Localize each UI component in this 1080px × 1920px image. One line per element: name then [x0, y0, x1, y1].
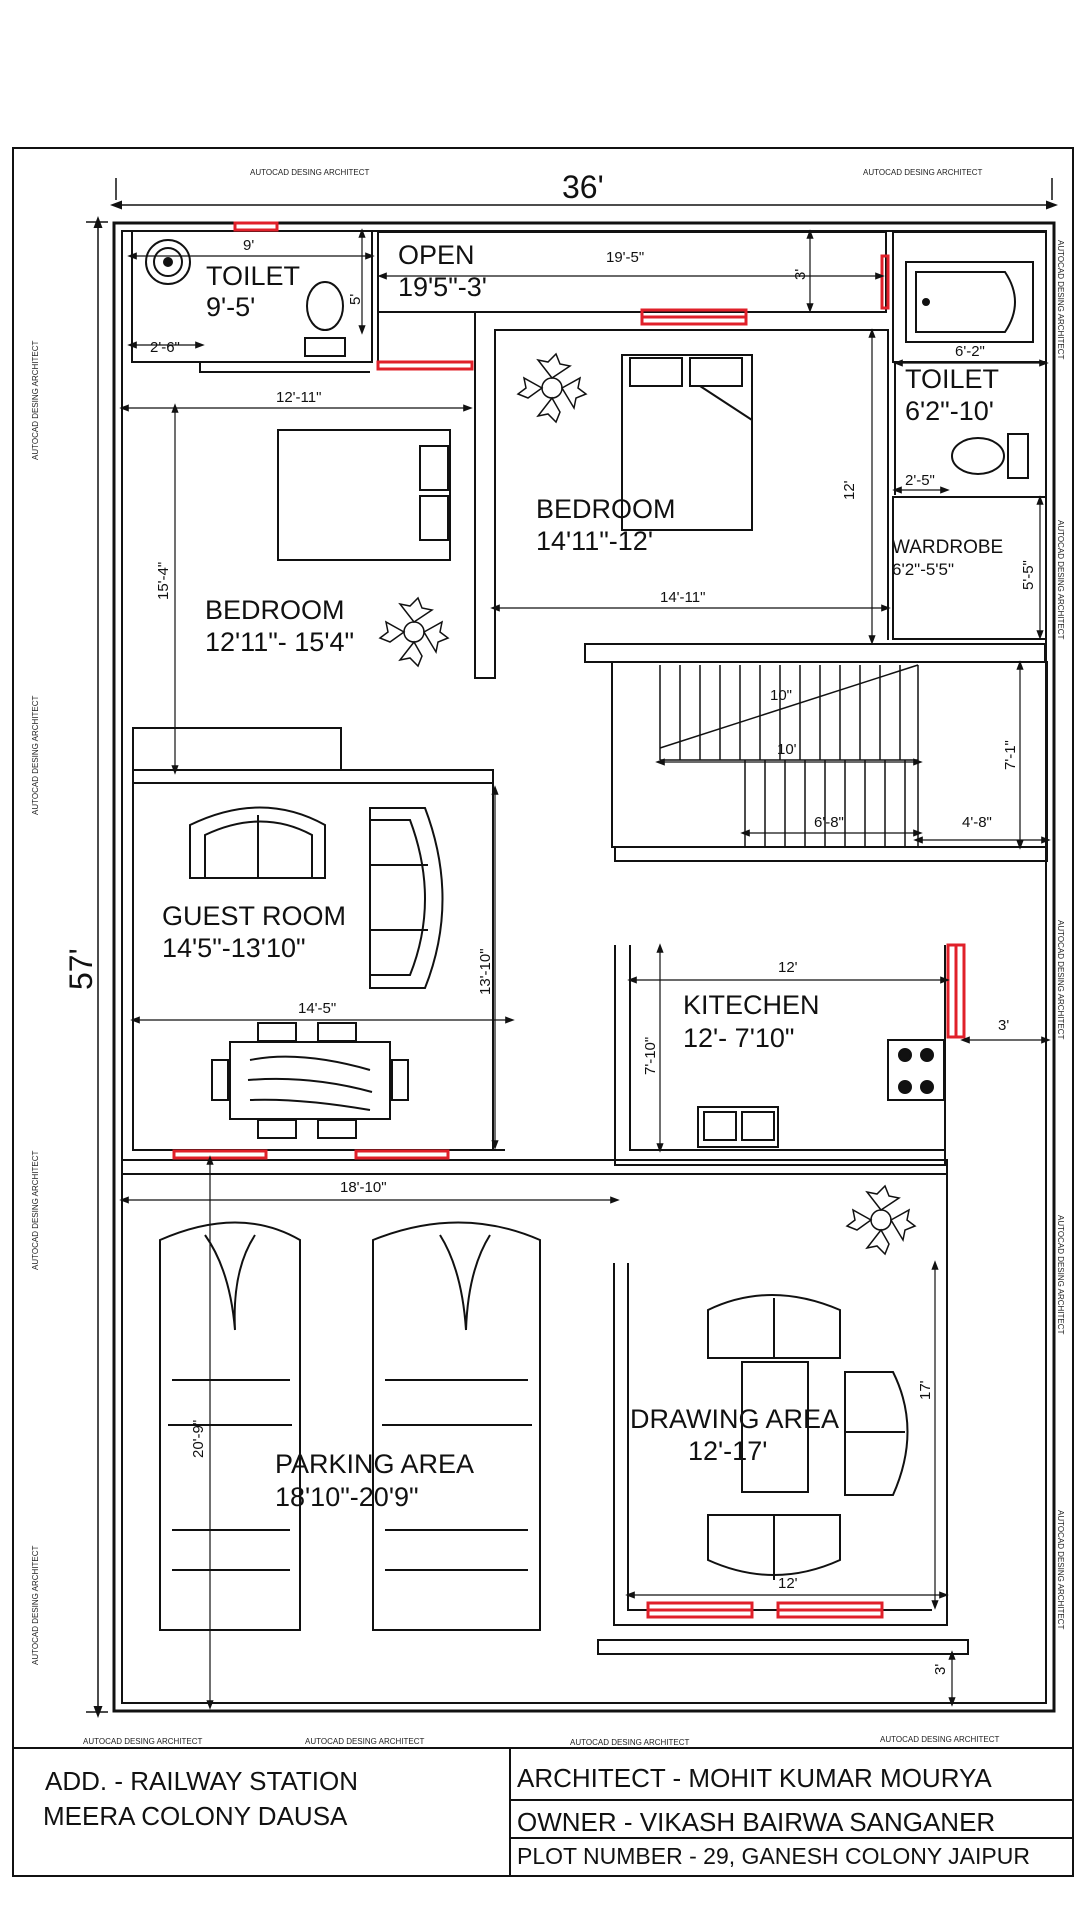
plant-icon [378, 596, 450, 668]
open-height-dim: 3' [792, 269, 809, 280]
title-block-frame [509, 1748, 1073, 1876]
bedroom-1-width-dim: 12'-11" [276, 389, 321, 406]
car-1 [159, 1221, 301, 1631]
toilet-2-size: 6'2"-10' [905, 396, 994, 426]
kitchen-height-dim: 7'-10" [642, 1037, 659, 1075]
bedroom-1-height-dim: 15'-4" [155, 562, 172, 600]
open-name: OPEN [398, 240, 475, 270]
guest-width-dim: 14'-5" [298, 1000, 336, 1017]
watermark-right-4: AUTOCAD DESING ARCHITECT [1056, 1215, 1065, 1335]
guest-room-name: GUEST ROOM [162, 901, 346, 931]
toilet-1-height-dim: 5' [347, 294, 364, 305]
windows [172, 221, 966, 1619]
commode-toilet-1 [304, 281, 346, 357]
watermark-right-1: AUTOCAD DESING ARCHITECT [1056, 240, 1065, 360]
toilet-1-width-dim: 9' [243, 237, 254, 254]
sink [697, 1106, 779, 1148]
watermark-left-1: AUTOCAD DESING ARCHITECT [31, 340, 40, 460]
watermark-top-right: AUTOCAD DESING ARCHITECT [863, 168, 983, 177]
bedroom-1-name: BEDROOM [205, 595, 345, 625]
open-width-dim: 19'-5" [606, 249, 644, 266]
bathtub [905, 261, 1034, 343]
wardrobe-name: WARDROBE [892, 537, 1003, 558]
toilet-2-width-dim: 6'-2" [955, 343, 985, 360]
overall-width-label: 36' [562, 169, 604, 205]
drawing-name: DRAWING AREA [630, 1404, 839, 1434]
bed-bedroom-2 [621, 354, 753, 531]
watermark-right-3: AUTOCAD DESING ARCHITECT [1056, 920, 1065, 1040]
watermark-right-2: AUTOCAD DESING ARCHITECT [1056, 520, 1065, 640]
bedroom-1-size: 12'11"- 15'4" [205, 627, 354, 657]
sheet-border [12, 147, 1074, 1877]
architect-name: ARCHITECT - MOHIT KUMAR MOURYA [517, 1763, 992, 1793]
plant-icon [845, 1184, 917, 1256]
plot-inner-wall [121, 230, 1047, 1704]
guest-height-dim: 13'-10" [477, 948, 494, 995]
bedroom-2-name: BEDROOM [536, 494, 676, 524]
plant-icon [516, 352, 588, 424]
watermark-right-5: AUTOCAD DESING ARCHITECT [1056, 1510, 1065, 1630]
drawing-height-dim: 17' [917, 1380, 934, 1400]
drawing-front-dim: 3' [932, 1664, 949, 1675]
sofa-guest-room [369, 807, 444, 989]
bedroom-2-height-dim: 12' [841, 480, 858, 500]
car-2 [372, 1221, 541, 1631]
parking-name: PARKING AREA [275, 1449, 474, 1479]
sofa-drawing-room [707, 1294, 909, 1580]
stairs-run-dim: 10' [777, 741, 797, 758]
room-labels: TOILET 9'-5' OPEN 19'5"-3' TOILET 6'2"-1… [162, 240, 1003, 1512]
stairs-height-dim: 7'-1" [1002, 740, 1019, 770]
address-line-2: MEERA COLONY DAUSA [43, 1801, 348, 1831]
stairs-flight-dim: 10" [770, 687, 792, 704]
watermark-top-left: AUTOCAD DESING ARCHITECT [250, 168, 370, 177]
watermark-left-4: AUTOCAD DESING ARCHITECT [31, 1545, 40, 1665]
watermark-bottom-3: AUTOCAD DESING ARCHITECT [570, 1738, 690, 1747]
parking-size: 18'10"-20'9" [275, 1482, 419, 1512]
stairs-dim-a: 6'-8" [814, 814, 844, 831]
watermark-bottom-1: AUTOCAD DESING ARCHITECT [83, 1737, 203, 1746]
bedroom-2-width-dim: 14'-11" [660, 589, 705, 606]
watermarks: AUTOCAD DESING ARCHITECT AUTOCAD DESING … [31, 168, 1065, 1747]
drawing-width-dim: 12' [778, 1575, 798, 1592]
internal-walls [121, 230, 1048, 1655]
bed-bedroom-1 [277, 429, 451, 561]
stairs-dim-b: 4'-8" [962, 814, 992, 831]
stove [887, 1039, 945, 1101]
guest-room-size: 14'5"-13'10" [162, 933, 306, 963]
parking-width-dim: 18'-10" [340, 1179, 387, 1196]
watermark-left-3: AUTOCAD DESING ARCHITECT [31, 1150, 40, 1270]
overall-depth-dimension: 57' [63, 216, 108, 1718]
toilet-2-name: TOILET [905, 364, 999, 394]
wc-toilet-1 [145, 239, 191, 285]
toilet-1-size: 9'-5' [206, 292, 255, 322]
watermark-left-2: AUTOCAD DESING ARCHITECT [31, 695, 40, 815]
watermark-bottom-4: AUTOCAD DESING ARCHITECT [880, 1735, 1000, 1744]
kitchen-name: KITECHEN [683, 990, 820, 1020]
toilet-1-door-dim: 2'-6" [150, 339, 180, 356]
dining-table [211, 1022, 409, 1139]
kitchen-side-dim: 3' [998, 1017, 1009, 1034]
kitchen-size: 12'- 7'10" [683, 1023, 794, 1053]
commode-toilet-2 [951, 433, 1029, 479]
bedroom-2-size: 14'11"-12' [536, 526, 653, 556]
drawing-size: 12'-17' [688, 1436, 767, 1466]
toilet-2-door-dim: 2'-5" [905, 472, 935, 489]
owner-name: OWNER - VIKASH BAIRWA SANGANER [517, 1807, 996, 1837]
sofa-guest-room [189, 806, 326, 879]
plot-number: PLOT NUMBER - 29, GANESH COLONY JAIPUR [517, 1843, 1030, 1869]
address-line-1: ADD. - RAILWAY STATION [45, 1766, 358, 1796]
watermark-bottom-2: AUTOCAD DESING ARCHITECT [305, 1737, 425, 1746]
dimension-lines [119, 228, 1051, 1710]
parking-height-dim: 20'-9" [190, 1420, 207, 1458]
overall-depth-label: 57' [63, 948, 99, 990]
plot-outer-wall [112, 221, 1056, 1713]
wardrobe-height-dim: 5'-5" [1020, 560, 1037, 590]
kitchen-width-dim: 12' [778, 959, 798, 976]
toilet-1-name: TOILET [206, 261, 300, 291]
dimension-labels: 9' 5' 2'-6" 19'-5" 3' 6'-2" 2'-5" 12'-11… [150, 237, 1037, 1675]
wardrobe-size: 6'2"-5'5" [892, 560, 954, 579]
overall-width-dimension: 36' [110, 169, 1058, 210]
